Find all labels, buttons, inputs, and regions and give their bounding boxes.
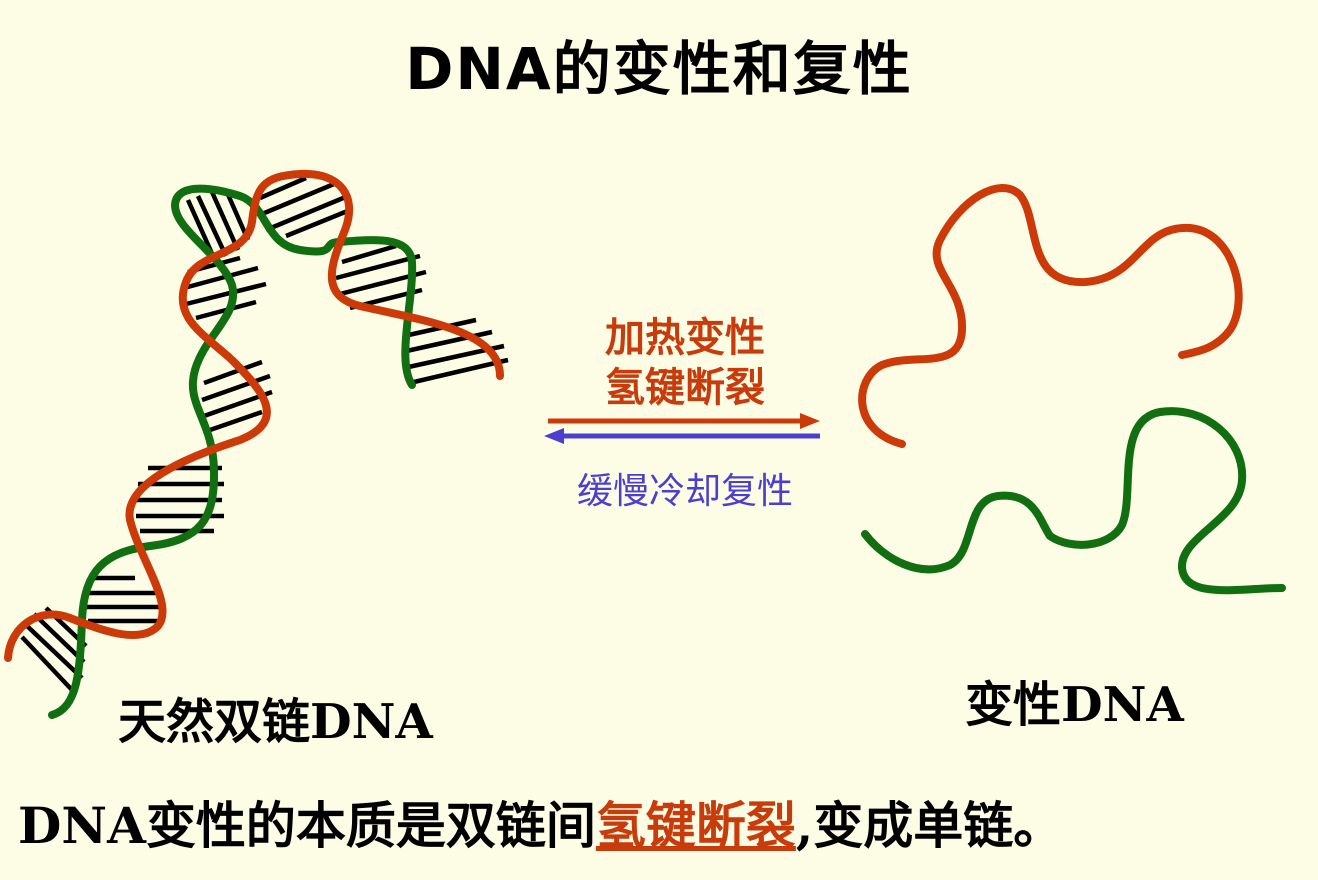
base-pair-rungs xyxy=(22,178,508,690)
hydrogen-bond-break-label: 氢键断裂 xyxy=(545,355,825,413)
native-dna-label: 天然双链DNA xyxy=(118,682,433,752)
denaturation-arrow xyxy=(548,413,820,429)
denatured-dna-label: 变性DNA xyxy=(965,665,1184,735)
denatured-green-strand xyxy=(865,411,1282,590)
slow-cool-renature-label: 缓慢冷却复性 xyxy=(545,462,825,514)
native-green-strand xyxy=(52,189,412,715)
summary-highlight: 氢键断裂 xyxy=(596,796,796,855)
denatured-red-strand xyxy=(862,188,1239,444)
summary-sentence: DNA变性的本质是双链间氢键断裂,变成单链。 xyxy=(18,786,1063,858)
summary-prefix: DNA变性的本质是双链间 xyxy=(18,796,596,855)
renaturation-arrow xyxy=(544,428,820,444)
summary-suffix: ,变成单链。 xyxy=(796,796,1063,855)
